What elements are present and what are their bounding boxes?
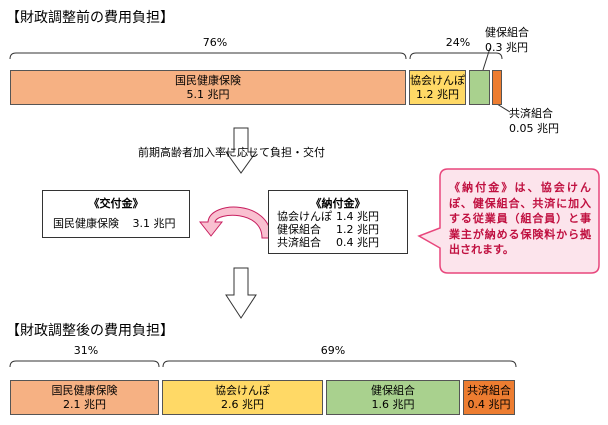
before-pct-left: 76%	[202, 36, 228, 49]
before-title: 【財政調整前の費用負担】	[6, 10, 174, 26]
brace-after-right	[162, 360, 517, 368]
after-kenpo-amount: 1.6 兆円	[371, 397, 415, 411]
before-kenpo-amount: 0.3 兆円	[485, 41, 528, 54]
receive-box-name: 国民健康保険	[53, 217, 119, 230]
pay-row-name: 健保組合	[277, 223, 321, 236]
after-pct-left: 31%	[73, 344, 99, 357]
before-bar-kyokai: 協会けんぽ 1.2 兆円	[409, 70, 466, 105]
before-kyokai-amount: 1.2 兆円	[416, 87, 459, 101]
before-bar-kyosai	[492, 70, 502, 105]
before-bar-nhi: 国民健康保険 5.1 兆円	[10, 70, 406, 105]
pay-row-name: 共済組合	[277, 236, 321, 249]
before-nhi-name: 国民健康保険	[175, 73, 241, 87]
after-title: 【財政調整後の費用負担】	[6, 323, 174, 339]
after-kyosai-name: 共済組合	[467, 383, 511, 397]
after-kenpo-name: 健保組合	[371, 383, 415, 397]
down-arrow-1	[225, 127, 257, 174]
pay-row-name: 協会けんぽ	[277, 210, 332, 223]
after-nhi-amount: 2.1 兆円	[63, 397, 106, 411]
pay-row-amount: 1.4 兆円	[336, 210, 379, 223]
pay-box-title: 《納付金》	[310, 197, 366, 210]
receive-box-row: 国民健康保険 3.1 兆円	[53, 215, 176, 231]
down-arrow-2	[225, 267, 257, 319]
before-kyosai-name: 共済組合	[509, 107, 553, 120]
after-bar-kyosai: 共済組合 0.4 兆円	[463, 380, 515, 415]
curved-arrow	[198, 206, 272, 239]
callout-text: 《納付金》は、協会けんぽ、健保組合、共済に加入する従業員（組合員）と事業主が納め…	[449, 180, 591, 258]
pay-row-kenpo: 健保組合 1.2 兆円	[277, 223, 379, 236]
leader-kyosai	[496, 103, 511, 113]
transfer-text: 前期高齢者加入率に応じて負担・交付	[138, 146, 325, 159]
after-kyokai-name: 協会けんぽ	[215, 383, 270, 397]
before-kyosai-amount: 0.05 兆円	[509, 122, 559, 135]
leader-kenpo	[482, 47, 491, 71]
pay-row-kyosai: 共済組合 0.4 兆円	[277, 236, 379, 249]
pay-box-rows: 協会けんぽ 1.4 兆円 健保組合 1.2 兆円 共済組合 0.4 兆円	[277, 210, 379, 249]
pay-row-kyokai: 協会けんぽ 1.4 兆円	[277, 210, 379, 223]
after-bar-kyokai: 協会けんぽ 2.6 兆円	[162, 380, 323, 415]
brace-before-right	[409, 52, 503, 60]
brace-after-left	[9, 360, 160, 368]
receive-box: 《交付金》 国民健康保険 3.1 兆円	[42, 190, 190, 238]
after-bar-nhi: 国民健康保険 2.1 兆円	[10, 380, 159, 415]
after-bar-kenpo: 健保組合 1.6 兆円	[326, 380, 460, 415]
after-nhi-name: 国民健康保険	[51, 383, 118, 397]
before-bar-kenpo	[469, 70, 490, 105]
receive-box-title: 《交付金》	[88, 197, 144, 210]
before-kenpo-name: 健保組合	[485, 26, 529, 39]
pay-box: 《納付金》 協会けんぽ 1.4 兆円 健保組合 1.2 兆円 共済組合 0.4 …	[268, 190, 408, 254]
before-nhi-amount: 5.1 兆円	[186, 87, 230, 101]
before-kyosai-label: 共済組合 0.05 兆円	[509, 106, 559, 136]
pay-row-amount: 0.4 兆円	[336, 236, 379, 249]
before-pct-right: 24%	[445, 36, 471, 49]
before-kyokai-name: 協会けんぽ	[410, 73, 465, 87]
pay-row-amount: 1.2 兆円	[336, 223, 379, 236]
after-kyokai-amount: 2.6 兆円	[221, 397, 264, 411]
receive-box-amount: 3.1 兆円	[132, 217, 176, 230]
before-kenpo-label: 健保組合 0.3 兆円	[485, 25, 529, 55]
after-kyosai-amount: 0.4 兆円	[467, 397, 511, 411]
brace-before-left	[9, 52, 407, 60]
callout-body: は、協会けんぽ、健保組合、共済に加入する従業員（組合員）と事業主が納める保険料か…	[449, 181, 591, 256]
callout-term: 《納付金》	[449, 181, 515, 194]
after-pct-right: 69%	[320, 344, 346, 357]
callout-bubble	[417, 168, 600, 274]
